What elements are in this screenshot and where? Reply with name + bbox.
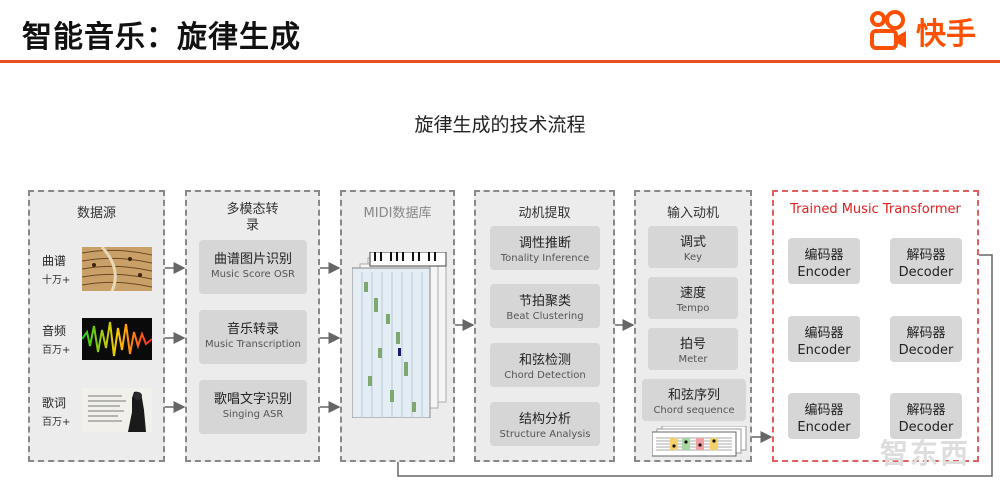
tonality-box: 调性推断 Tonality Inference (490, 226, 600, 270)
logo-text: 快手 (916, 17, 976, 52)
diagram-title: 旋律生成的技术流程 (414, 114, 586, 136)
lyrics-poster-image (82, 388, 152, 432)
chord-detection-box: 和弦检测 Chord Detection (490, 343, 600, 387)
datasource-item-audio: 音频 百万+ (42, 324, 71, 356)
datasource-title: 数据源 (76, 206, 116, 221)
osr-box: 曲谱图片识别 Music Score OSR (199, 240, 307, 294)
audio-waveform-image (82, 318, 152, 360)
asr-box: 歌唱文字识别 Singing ASR (199, 380, 307, 434)
transformer-title: Trained Music Transformer (790, 202, 961, 217)
datasource-panel: 数据源 曲谱 十万+ 音频 百万+ 歌词 百万+ (28, 190, 165, 462)
input-title: 输入动机 (666, 206, 719, 221)
multimodal-title: 多模态转 录 (226, 202, 279, 233)
input-panel: 输入动机 调式 Key 速度 Tempo 拍号 Meter 和弦序列 Chord… (634, 190, 752, 462)
chord-sequence-box: 和弦序列 Chord sequence (642, 379, 746, 421)
arrow-midi-feedback-to-decoder (397, 249, 993, 477)
tempo-box: 速度 Tempo (648, 277, 738, 319)
datasource-item-score: 曲谱 十万+ (42, 254, 71, 286)
transformer-panel: Trained Music Transformer 编码器 Encoder 编码… (772, 190, 979, 462)
watermark: 智东西 (879, 437, 970, 470)
decoder-box-1: 解码器 Decoder (890, 238, 962, 284)
motive-panel: 动机提取 调性推断 Tonality Inference 节拍聚类 Beat C… (474, 190, 615, 462)
kuaishou-logo-icon (870, 10, 906, 50)
beat-box: 节拍聚类 Beat Clustering (490, 284, 600, 328)
encoder-box-2: 编码器 Encoder (788, 316, 860, 362)
midi-title: MIDI数据库 (363, 206, 432, 221)
meter-box: 拍号 Meter (648, 328, 738, 370)
sheet-music-image (82, 247, 152, 291)
encoder-box-1: 编码器 Encoder (788, 238, 860, 284)
key-box: 调式 Key (648, 226, 738, 268)
decoder-box-2: 解码器 Decoder (890, 316, 962, 362)
header-divider (0, 60, 1000, 63)
multimodal-panel: 多模态转 录 曲谱图片识别 Music Score OSR 音乐转录 Music… (185, 190, 320, 462)
datasource-item-lyrics: 歌词 百万+ (42, 396, 71, 428)
encoder-box-3: 编码器 Encoder (788, 393, 860, 439)
kuaishou-logo: 快手 (868, 8, 976, 54)
midi-piano-roll-image (352, 252, 447, 418)
midi-panel: MIDI数据库 (340, 190, 455, 462)
transcription-box: 音乐转录 Music Transcription (199, 310, 307, 364)
page-title: 智能音乐：旋律生成 (22, 20, 301, 55)
decoder-box-3: 解码器 Decoder (890, 393, 962, 439)
score-snippet-image (652, 426, 747, 457)
structure-box: 结构分析 Structure Analysis (490, 402, 600, 446)
motive-title: 动机提取 (518, 206, 571, 221)
